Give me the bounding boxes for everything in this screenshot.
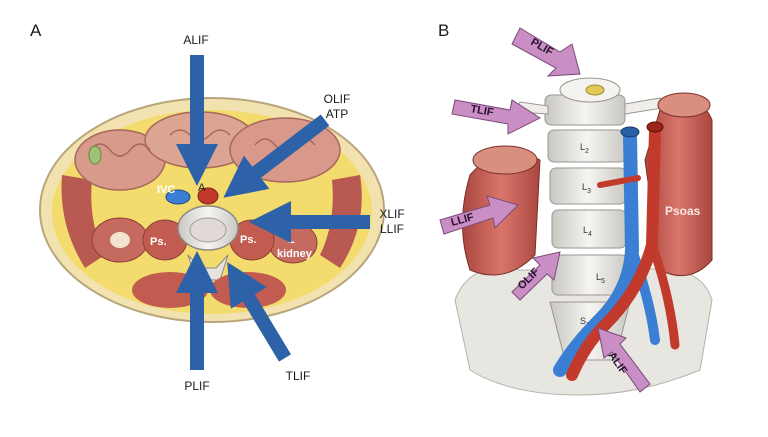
psoas-left-cut bbox=[472, 145, 538, 175]
ivc-vessel bbox=[165, 189, 191, 205]
approach-arrows-b bbox=[439, 27, 651, 393]
label-a-alif: ALIF bbox=[183, 33, 208, 47]
panel-a: A bbox=[30, 21, 405, 393]
label-l5: L5 bbox=[596, 272, 605, 285]
vertebra-l2 bbox=[547, 129, 627, 163]
arrow-b-llif bbox=[439, 195, 519, 235]
aorta-top bbox=[646, 121, 664, 133]
vessels bbox=[553, 121, 680, 381]
iliac-vein-right bbox=[627, 245, 660, 345]
panel-b: B L2 L3 L4 L5 S1 Psoas bbox=[438, 21, 713, 396]
vertebra-l4 bbox=[551, 209, 627, 249]
label-l2: L2 bbox=[580, 142, 589, 155]
cross-section bbox=[39, 97, 385, 323]
psoas-right-cut bbox=[657, 92, 711, 118]
aorta-b bbox=[566, 124, 661, 381]
iliac-artery-right bbox=[647, 240, 680, 350]
arrow-b-plif bbox=[511, 27, 581, 77]
right-kidney-pelvis bbox=[110, 232, 130, 248]
label-a-atp: ATP bbox=[326, 107, 348, 121]
label-b-tlif: TLIF bbox=[469, 103, 494, 119]
transverse-process-right bbox=[624, 97, 663, 115]
label-b-llif: LLIF bbox=[450, 211, 476, 229]
approach-arrows-a bbox=[176, 55, 370, 370]
panel-letter-a: A bbox=[30, 21, 42, 40]
arrow-olif bbox=[223, 114, 330, 198]
disc bbox=[189, 217, 227, 243]
label-psoas-right: Ps. bbox=[240, 234, 257, 246]
colon-small bbox=[88, 145, 102, 165]
spinal-canal bbox=[585, 84, 605, 96]
bowel-fold-1 bbox=[89, 143, 151, 157]
label-l3: L3 bbox=[582, 182, 591, 195]
label-l4: L4 bbox=[583, 225, 592, 238]
aorta-vessel bbox=[197, 187, 219, 205]
label-a-olif: OLIF bbox=[324, 92, 351, 106]
arrow-tlif bbox=[227, 262, 291, 362]
panel-letter-b: B bbox=[438, 21, 449, 40]
label-ivc: IVC bbox=[157, 184, 175, 196]
arrow-b-tlif bbox=[451, 99, 542, 135]
ivc-b bbox=[553, 128, 640, 377]
label-a-plif: PLIF bbox=[184, 379, 209, 393]
label-kidney-side: L bbox=[288, 234, 295, 246]
label-aorta: A bbox=[198, 182, 206, 194]
ivc-top bbox=[620, 126, 640, 138]
label-a-llif: LLIF bbox=[380, 222, 404, 236]
label-kidney: kidney bbox=[277, 248, 313, 260]
label-psoas: Psoas bbox=[665, 204, 701, 218]
label-psoas-left: Ps. bbox=[150, 236, 167, 248]
arrow-b-olif bbox=[511, 251, 561, 301]
renal-artery bbox=[597, 175, 641, 188]
label-a-xlif: XLIF bbox=[379, 207, 404, 221]
arrow-b-alif bbox=[597, 327, 651, 393]
label-a-tlif: TLIF bbox=[286, 369, 311, 383]
vertebra-l3 bbox=[549, 167, 627, 205]
